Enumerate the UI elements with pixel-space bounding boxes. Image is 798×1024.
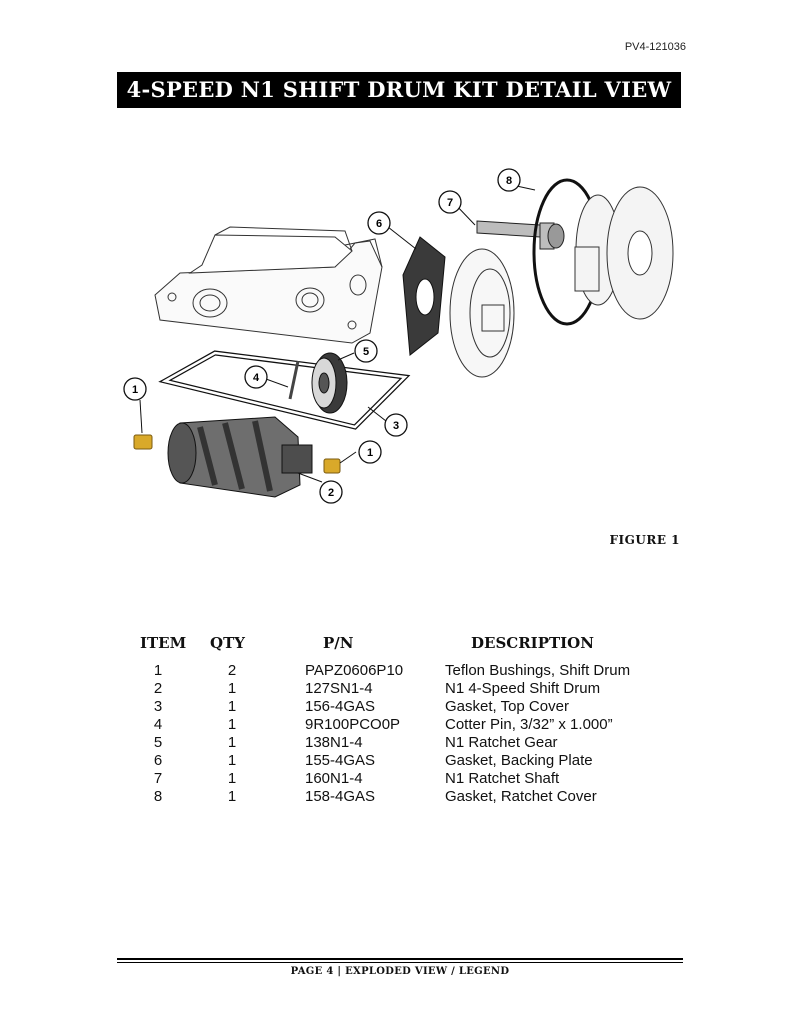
- teflon-bushing-left: [133, 434, 153, 450]
- cell-pn: 127SN1-4: [305, 680, 373, 697]
- cell-description: N1 4-Speed Shift Drum: [445, 680, 601, 697]
- svg-text:1: 1: [132, 384, 138, 396]
- header-pn: P/N: [323, 634, 354, 652]
- exploded-view-drawing: 1 2 3 4 5 6 7 8: [123, 168, 674, 504]
- table-row: 2 1 127SN1-4 N1 4-Speed Shift Drum: [140, 680, 680, 698]
- cell-item: 7: [153, 770, 163, 787]
- cotter-pin: [288, 360, 300, 400]
- cell-item: 6: [153, 752, 163, 769]
- svg-text:7: 7: [447, 197, 453, 209]
- callout-1-left: 1: [123, 377, 147, 401]
- callout-5: 5: [354, 339, 378, 363]
- footer-divider-thin: [117, 962, 683, 963]
- table-row: 3 1 156-4GAS Gasket, Top Cover: [140, 698, 680, 716]
- table-row: 1 2 PAPZ0606P10 Teflon Bushings, Shift D…: [140, 662, 680, 680]
- table-row: 7 1 160N1-4 N1 Ratchet Shaft: [140, 770, 680, 788]
- cell-qty: 1: [227, 680, 237, 697]
- cell-pn: 9R100PCO0P: [305, 716, 401, 733]
- footer-divider: [117, 958, 683, 960]
- cell-description: N1 Ratchet Shaft: [445, 770, 560, 787]
- cell-description: N1 Ratchet Gear: [445, 734, 558, 751]
- svg-text:4: 4: [253, 372, 260, 384]
- cell-item: 8: [153, 788, 163, 805]
- backing-plate: [449, 248, 515, 378]
- cell-description: Teflon Bushings, Shift Drum: [445, 662, 631, 679]
- cell-item: 4: [153, 716, 163, 733]
- callout-7: 7: [438, 190, 462, 214]
- header-item: ITEM: [140, 634, 187, 652]
- table-row: 5 1 138N1-4 N1 Ratchet Gear: [140, 734, 680, 752]
- cell-pn: 160N1-4: [305, 770, 363, 787]
- cell-qty: 1: [227, 752, 237, 769]
- cell-pn: 156-4GAS: [305, 698, 376, 715]
- header-qty: QTY: [210, 634, 245, 652]
- callout-8: 8: [497, 168, 521, 192]
- shift-drum: [167, 416, 313, 498]
- page-title: 4-SPEED N1 SHIFT DRUM KIT DETAIL VIEW: [117, 72, 681, 108]
- table-row: 6 1 155-4GAS Gasket, Backing Plate: [140, 752, 680, 770]
- figure-label: FIGURE 1: [609, 533, 680, 547]
- cell-pn: PAPZ0606P10: [305, 662, 404, 679]
- callout-2: 2: [319, 480, 343, 504]
- cell-pn: 155-4GAS: [305, 752, 376, 769]
- cell-description: Gasket, Ratchet Cover: [445, 788, 597, 805]
- table-row: 4 1 9R100PCO0P Cotter Pin, 3/32” x 1.000…: [140, 716, 680, 734]
- parts-legend: ITEM QTY P/N DESCRIPTION 1 2 PAPZ0606P10…: [140, 634, 680, 806]
- callout-6: 6: [367, 211, 391, 235]
- exploded-view-figure: 1 2 3 4 5 6 7 8: [120, 155, 690, 525]
- top-cover-housing: [154, 226, 383, 344]
- cell-qty: 1: [227, 734, 237, 751]
- callout-1-right: 1: [358, 440, 382, 464]
- document-id: PV4-121036: [624, 41, 686, 53]
- header-description: DESCRIPTION: [471, 634, 594, 652]
- svg-text:8: 8: [506, 175, 512, 187]
- cell-description: Cotter Pin, 3/32” x 1.000”: [445, 716, 613, 733]
- cell-qty: 1: [227, 698, 237, 715]
- table-row: 8 1 158-4GAS Gasket, Ratchet Cover: [140, 788, 680, 806]
- cell-qty: 1: [227, 716, 237, 733]
- page-footer: PAGE 4 | EXPLODED VIEW / LEGEND: [290, 966, 510, 977]
- cell-description: Gasket, Top Cover: [445, 698, 569, 715]
- ratchet-cover: [574, 186, 674, 320]
- cell-qty: 1: [227, 770, 237, 787]
- svg-text:3: 3: [393, 420, 399, 432]
- cell-item: 2: [153, 680, 163, 697]
- teflon-bushing-right: [323, 458, 341, 474]
- cell-qty: 1: [227, 788, 237, 805]
- svg-text:1: 1: [367, 447, 373, 459]
- cell-pn: 138N1-4: [305, 734, 363, 751]
- callout-4: 4: [244, 365, 268, 389]
- cell-pn: 158-4GAS: [305, 788, 376, 805]
- legend-header-row: ITEM QTY P/N DESCRIPTION: [140, 634, 680, 662]
- svg-text:2: 2: [328, 487, 334, 499]
- callout-3: 3: [384, 413, 408, 437]
- cell-item: 3: [153, 698, 163, 715]
- cell-item: 5: [153, 734, 163, 751]
- svg-text:5: 5: [363, 346, 369, 358]
- cell-item: 1: [153, 662, 163, 679]
- svg-text:6: 6: [376, 218, 382, 230]
- cell-qty: 2: [227, 662, 237, 679]
- ratchet-gear: [311, 352, 348, 414]
- cell-description: Gasket, Backing Plate: [445, 752, 593, 769]
- gasket-top-cover: [158, 350, 411, 430]
- ratchet-shaft: [476, 220, 565, 250]
